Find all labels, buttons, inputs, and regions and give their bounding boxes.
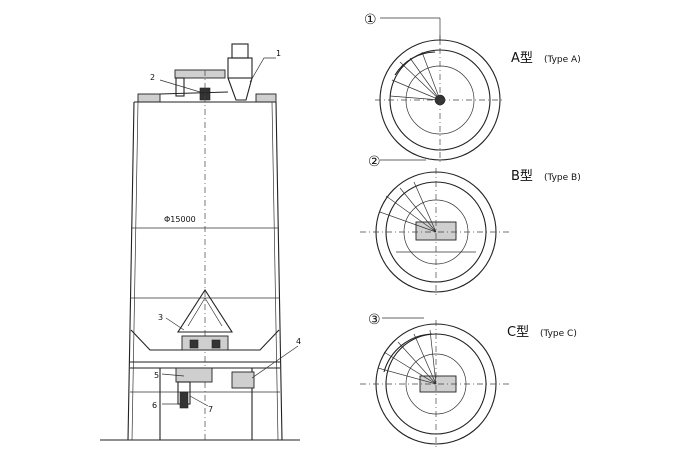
plan-b-aeration-lines	[379, 181, 476, 253]
callout-6: 6	[152, 401, 157, 410]
silo-wall-right-inner	[271, 101, 279, 441]
leader-3	[165, 317, 185, 331]
plan-b-type-cn: B型	[511, 169, 533, 184]
blower-unit	[231, 371, 255, 389]
rotary-valve	[179, 391, 189, 409]
plan-a-type-en: (Type A)	[544, 55, 581, 65]
discharge-unit	[181, 335, 229, 351]
discharge-valve-b	[211, 339, 221, 349]
plan-c-slotted-arc	[383, 333, 433, 373]
plan-type-b: ② B型 (Type B)	[360, 154, 581, 296]
inner-cone	[176, 288, 234, 333]
callout-4: 4	[296, 337, 301, 346]
plan-a-aeration-lines	[389, 51, 441, 101]
leader-2	[159, 79, 201, 93]
plan-a-marker: ①	[364, 12, 377, 28]
roof-walkway	[159, 91, 229, 95]
silo-wall-left-inner	[131, 101, 139, 441]
leader-4	[251, 345, 299, 379]
silo-elevation: Φ15000 1 2 3 4 5 6	[100, 43, 301, 441]
plan-type-c: ③ C型 (Type C)	[360, 312, 577, 448]
callout-1: 1	[276, 49, 281, 58]
silo-wall-right	[275, 101, 283, 441]
roof-duct	[174, 69, 226, 79]
plan-a-type-cn: A型	[511, 51, 533, 66]
diameter-label: Φ15000	[164, 215, 196, 224]
callout-2: 2	[150, 73, 155, 82]
plan-c-marker: ③	[368, 312, 381, 328]
leader-1	[249, 57, 276, 83]
silo-wall-left	[127, 101, 135, 441]
leader-5	[161, 373, 185, 377]
plan-a-slotted-arc	[394, 51, 436, 76]
callout-5: 5	[154, 371, 159, 380]
plan-type-a: ① A型 (Type A)	[364, 12, 581, 165]
bottom-feeder	[175, 367, 213, 383]
leader-7	[189, 395, 209, 407]
plan-b-type-en: (Type B)	[544, 173, 581, 183]
plan-b-marker: ②	[368, 154, 381, 170]
callout-7: 7	[208, 405, 213, 414]
dust-collector-hopper	[227, 77, 253, 101]
discharge-valve-a	[189, 339, 199, 349]
inner-cone-lines	[187, 297, 223, 327]
dust-collector-body	[227, 57, 253, 79]
roof-railing-right	[255, 93, 277, 103]
plan-c-aeration-lines	[377, 329, 437, 385]
plan-c-type-cn: C型	[507, 325, 529, 340]
roof-railing-left	[137, 93, 161, 103]
dust-collector-top	[231, 43, 249, 59]
callout-3: 3	[158, 313, 163, 322]
plan-c-type-en: (Type C)	[540, 329, 577, 339]
